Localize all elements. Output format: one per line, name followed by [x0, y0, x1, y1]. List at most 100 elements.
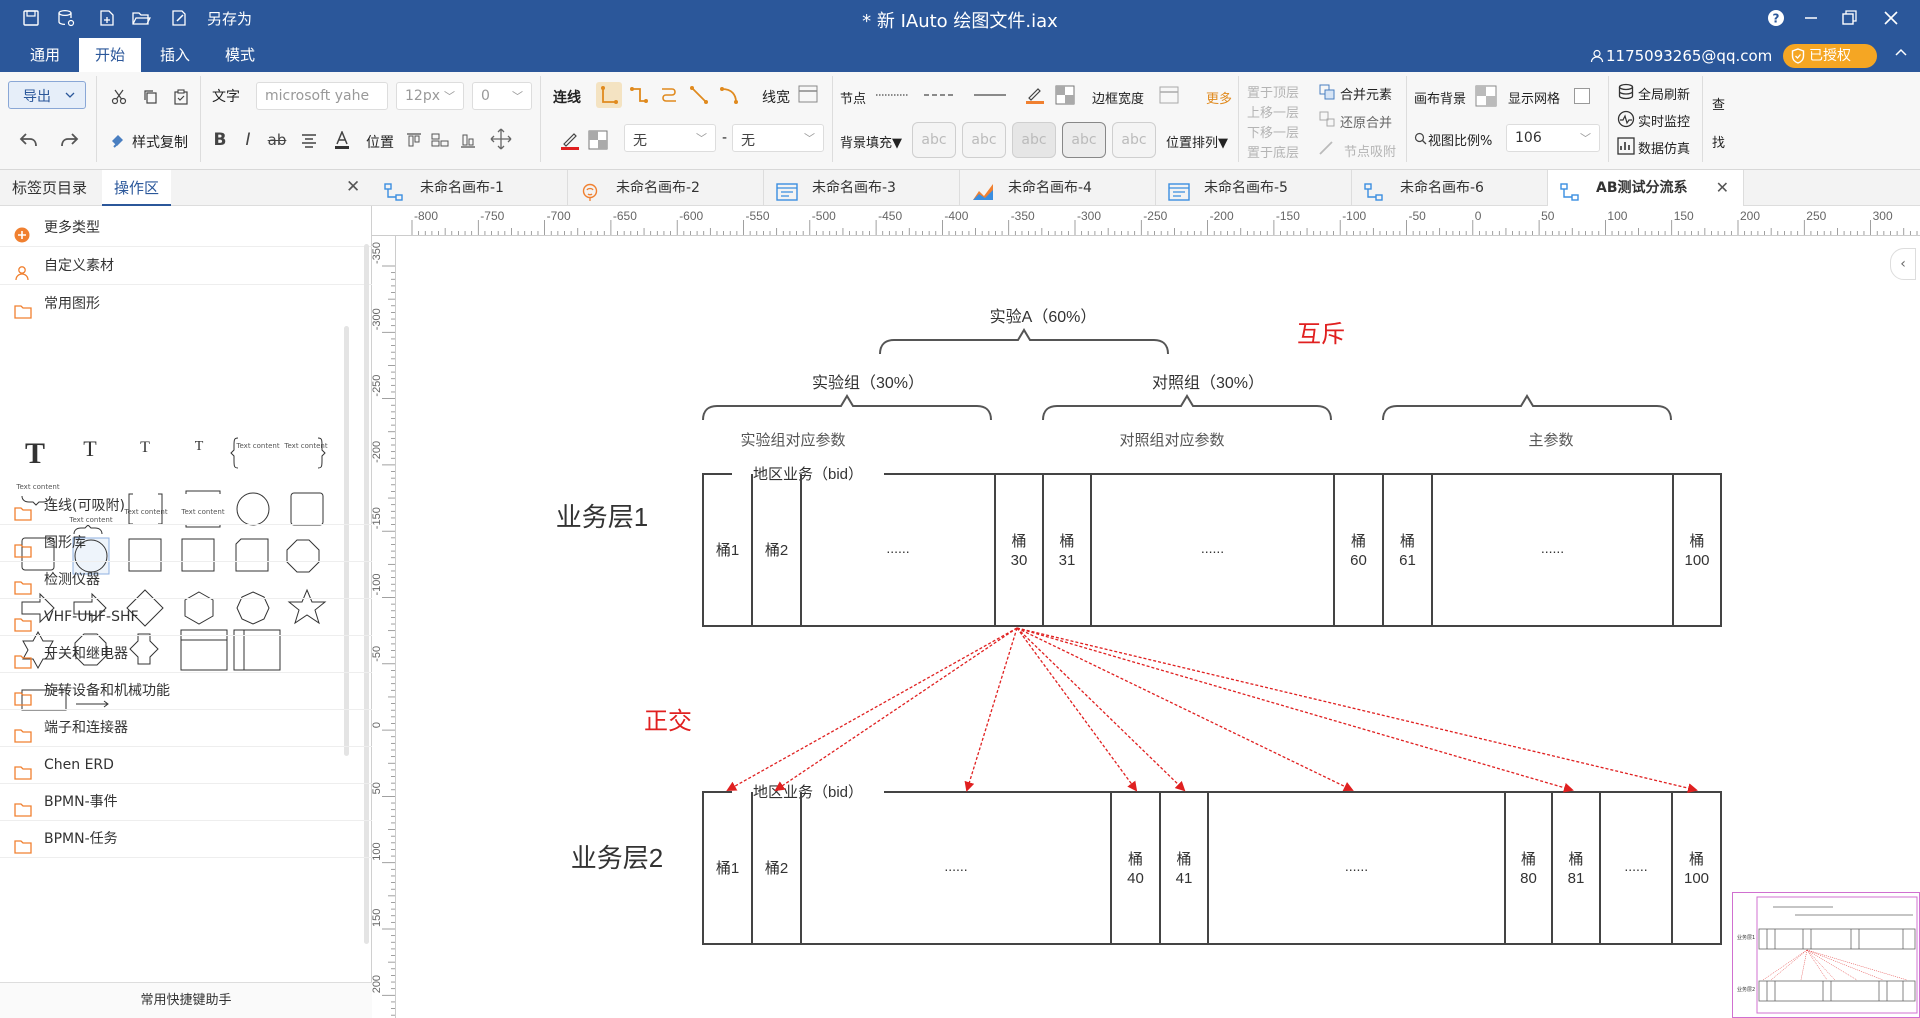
bucket-number[interactable]: 80: [1520, 870, 1537, 887]
bucket-number[interactable]: 100: [1684, 870, 1709, 887]
traffic-arrow[interactable]: [964, 627, 1018, 792]
global-refresh-icon[interactable]: [1616, 82, 1636, 102]
bucket-label[interactable]: 桶: [1351, 533, 1366, 550]
paste-icon[interactable]: [170, 86, 192, 108]
copy-icon[interactable]: [140, 86, 162, 108]
traffic-arrow[interactable]: [726, 627, 1018, 791]
traffic-arrow[interactable]: [1016, 627, 1574, 793]
send-to-bottom-button[interactable]: 置于底层: [1247, 146, 1300, 161]
border-width-icon[interactable]: [1158, 84, 1180, 106]
bucket-number[interactable]: 81: [1568, 870, 1585, 887]
experiment-group-label[interactable]: 实验组（30%）: [812, 374, 924, 392]
merge-icon[interactable]: [1318, 83, 1336, 101]
category-item[interactable]: 开关和继电器: [0, 636, 372, 673]
line-style-select[interactable]: 无﹀: [624, 124, 716, 152]
brace-control-group[interactable]: [1042, 394, 1332, 421]
experiment-params-label[interactable]: 实验组对应参数: [740, 431, 845, 449]
save-as-label[interactable]: 另存为: [207, 10, 253, 28]
unmerge-button[interactable]: 还原合并: [1340, 116, 1393, 131]
save-as-icon[interactable]: [168, 7, 190, 29]
format-copy-button[interactable]: 样式复制: [132, 135, 188, 151]
traffic-arrow[interactable]: [1016, 627, 1354, 792]
bucket-label[interactable]: 桶: [1059, 533, 1074, 550]
bucket-label[interactable]: 桶2: [765, 860, 788, 877]
region-label[interactable]: 地区业务（bid）: [753, 784, 863, 801]
shortcut-helper-button[interactable]: 常用快捷键助手: [0, 982, 372, 1018]
connector-curved-icon[interactable]: [656, 82, 682, 108]
bucket-label[interactable]: 桶: [1400, 533, 1415, 550]
distribute-icon[interactable]: [430, 128, 450, 152]
tab-canvas-4[interactable]: 未命名画布-4: [960, 170, 1156, 206]
brace-experiment-a[interactable]: [879, 328, 1169, 355]
style-sample-4[interactable]: abc: [1062, 122, 1106, 158]
data-simulation-icon[interactable]: [1616, 136, 1636, 156]
line-end-select[interactable]: 无﹀: [732, 124, 824, 152]
move-up-button[interactable]: 上移一层: [1247, 106, 1300, 121]
new-file-icon[interactable]: [96, 7, 118, 29]
layer1-label[interactable]: 业务层1: [556, 502, 648, 532]
merge-elements-button[interactable]: 合并元素: [1340, 88, 1393, 103]
italic-icon[interactable]: I: [245, 130, 251, 150]
bucket-ellipsis[interactable]: ......: [1624, 858, 1647, 874]
bucket-ellipsis[interactable]: ......: [944, 858, 967, 874]
connector-straight-icon[interactable]: [596, 82, 622, 108]
format-brush-icon[interactable]: [108, 130, 128, 150]
bucket-number[interactable]: 60: [1350, 552, 1367, 569]
bring-to-top-button[interactable]: 置于顶层: [1247, 86, 1300, 101]
main-params-label[interactable]: 主参数: [1528, 432, 1573, 449]
more-styles-button[interactable]: 更多: [1206, 92, 1233, 107]
line-width-icon[interactable]: [796, 82, 820, 106]
line-color-icon[interactable]: [558, 128, 582, 152]
drawing-canvas[interactable]: 实验A（60%） 互斥 实验组（30%） 对照组（30%） 实验组对应参数 对照…: [396, 236, 1920, 1018]
node-snap-icon[interactable]: [1316, 138, 1336, 158]
menu-tab-mode[interactable]: 模式: [224, 46, 255, 64]
font-size-select[interactable]: 12px﹀: [396, 82, 464, 110]
tab-canvas-6[interactable]: 未命名画布-6: [1352, 170, 1548, 206]
bucket-number[interactable]: 40: [1127, 870, 1144, 887]
close-tab-icon[interactable]: ✕: [1715, 178, 1729, 197]
region-label[interactable]: 地区业务（bid）: [753, 466, 863, 483]
style-sample-2[interactable]: abc: [962, 122, 1006, 158]
search-button-top[interactable]: 查: [1712, 98, 1726, 113]
realtime-monitor-icon[interactable]: [1616, 109, 1636, 129]
bucket-number[interactable]: 31: [1059, 552, 1076, 569]
bucket-number[interactable]: 100: [1684, 552, 1709, 569]
bucket-ellipsis[interactable]: ......: [1201, 540, 1224, 556]
left-panel-scrollbar[interactable]: [364, 244, 369, 944]
menu-tab-start[interactable]: 开始: [79, 38, 141, 72]
realtime-monitor-button[interactable]: 实时监控: [1638, 115, 1691, 130]
mutex-label[interactable]: 互斥: [1297, 321, 1345, 348]
category-item[interactable]: 图形库: [0, 525, 372, 562]
category-item[interactable]: Chen ERD: [0, 747, 372, 784]
bucket-label[interactable]: 桶: [1176, 851, 1191, 868]
fill-transparency-icon[interactable]: [1054, 84, 1076, 106]
cut-icon[interactable]: [108, 86, 130, 108]
export-button[interactable]: 导出: [8, 81, 86, 109]
brace-experiment-group[interactable]: [702, 394, 992, 421]
bucket-number[interactable]: 61: [1399, 552, 1416, 569]
align-top-icon[interactable]: [404, 128, 424, 152]
category-item[interactable]: 端子和连接器: [0, 710, 372, 747]
global-refresh-button[interactable]: 全局刷新: [1638, 88, 1691, 103]
close-icon[interactable]: [1878, 5, 1904, 31]
layer-frame[interactable]: [702, 791, 1722, 945]
data-simulation-button[interactable]: 数据仿真: [1638, 142, 1691, 157]
restore-icon[interactable]: [1836, 5, 1862, 31]
bold-icon[interactable]: B: [213, 130, 227, 150]
bucket-ellipsis[interactable]: ......: [886, 540, 909, 556]
traffic-arrow[interactable]: [774, 627, 1018, 792]
database-save-icon[interactable]: [55, 7, 77, 29]
align-bottom-icon[interactable]: [458, 128, 478, 152]
move-down-button[interactable]: 下移一层: [1247, 126, 1300, 141]
node-snap-button[interactable]: 节点吸附: [1344, 145, 1397, 160]
common-shapes-item[interactable]: 常用图形: [0, 286, 372, 323]
traffic-arrow[interactable]: [1016, 627, 1138, 792]
layer2-label[interactable]: 业务层2: [571, 843, 663, 873]
open-folder-icon[interactable]: [130, 7, 152, 29]
undo-icon[interactable]: [14, 126, 44, 154]
bg-fill-select[interactable]: 背景填充▼: [840, 136, 902, 151]
orthogonal-label[interactable]: 正交: [644, 708, 692, 735]
line-transparency-icon[interactable]: [586, 128, 610, 152]
style-sample-1[interactable]: abc: [912, 122, 956, 158]
